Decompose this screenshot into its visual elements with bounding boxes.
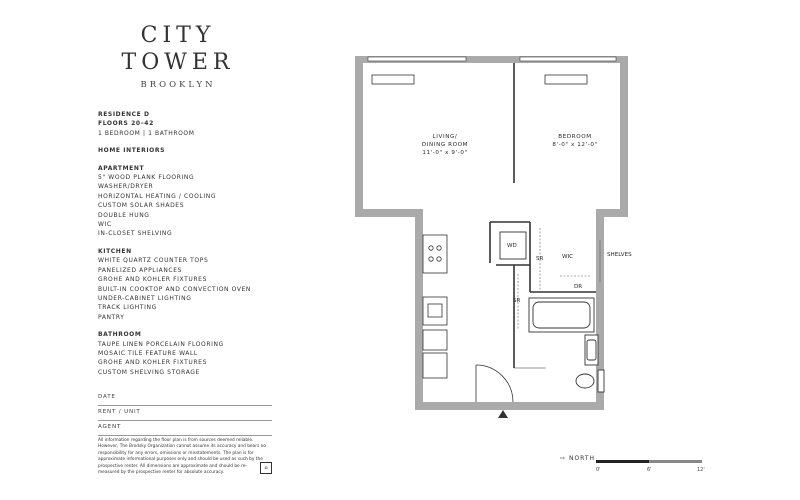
disclaimer-text: All information regarding the floor plan… [98,438,266,476]
spec-item: IN-CLOSET SHELVING [98,230,173,238]
radiators [371,74,588,85]
bathroom-title: BATHROOM [98,331,142,339]
dr-label: DR [574,284,583,290]
sr-label-2: SR [513,298,521,304]
windows [367,56,617,62]
spec-item: BUILT-IN COOKTOP AND CONVECTION OVEN [98,285,252,293]
sr-label-1: SR [536,256,544,262]
spec-item: CUSTOM SOLAR SHADES [98,202,185,210]
living-room-name-1: LIVING/ [432,134,458,140]
spec-item: TAUPE LINEN PORCELAIN FLOORING [98,340,224,348]
spec-item: TRACK LIGHTING [98,304,157,312]
home-interiors-title: HOME INTERIORS [98,147,166,155]
spec-item: MOSAIC TILE FEATURE WALL [98,349,198,357]
residence-layout: 1 BEDROOM | 1 BATHROOM [98,129,195,137]
spec-item: GROHE AND KOHLER FIXTURES [98,359,207,367]
entrance-door [475,364,514,403]
rent-unit-field[interactable]: RENT / UNIT [98,409,272,421]
shelves-label: SHELVES [607,252,632,258]
spec-item: WIC [98,221,112,229]
spec-item: UNDER-CABINET LIGHTING [98,294,192,302]
entry-arrow-icon [498,410,508,418]
date-field[interactable]: DATE [98,394,272,406]
bath-fixtures [575,334,605,393]
residence-floors: FLOORS 20–42 [98,120,154,128]
wd-label: WD [507,243,517,249]
wic-label: WIC [562,254,574,260]
residence-name: RESIDENCE D [98,111,150,118]
brand-line-tower: TOWER [121,50,235,75]
bedroom-label: BEDROOM 8'-0" x 12'-0" [540,133,610,149]
interior-walls [489,63,596,368]
equal-housing-icon: ⌂ [260,462,272,474]
spec-list: RESIDENCE D FLOORS 20–42 1 BEDROOM | 1 B… [98,110,288,377]
scale-label-6: 6' [647,467,652,473]
north-label: NORTH [568,455,596,462]
bedroom-name: BEDROOM [558,134,592,140]
spec-item: PANTRY [98,313,125,321]
spec-item: GROHE AND KOHLER FIXTURES [98,276,207,284]
spec-item: DOUBLE HUNG [98,211,150,219]
spec-item: 5" WOOD PLANK FLOORING [98,174,195,182]
brand-line-brooklyn: BROOKLYN [140,80,216,90]
spec-item: CUSTOM SHELVING STORAGE [98,368,200,376]
agent-field[interactable]: AGENT [98,424,272,436]
living-room-name-2: DINING ROOM [421,142,469,148]
living-room-dims: 11'-0" x 9'-0" [422,150,468,156]
brand-logo: CITY TOWER BROOKLYN [98,22,258,90]
kitchen-counters [422,234,448,379]
bathtub [528,297,595,333]
exterior-walls [355,56,628,410]
bedroom-dims: 8'-0" x 12'-0" [552,142,598,148]
north-arrow-icon: ⇨ [560,455,567,462]
brand-line-city: CITY [140,23,216,48]
living-room-label: LIVING/ DINING ROOM 11'-0" x 9'-0" [410,133,480,157]
spec-item: WASHER/DRYER [98,183,154,191]
apartment-title: APARTMENT [98,164,145,172]
scale-label-0: 0' [596,467,601,473]
kitchen-title: KITCHEN [98,247,132,255]
spec-item: PANELIZED APPLIANCES [98,266,182,274]
north-indicator: ⇨ NORTH [560,455,595,462]
washer-dryer [499,231,527,260]
closet-rods [517,228,590,330]
scale-label-12: 12' [697,467,705,473]
scale-bar [596,460,702,463]
spec-item: HORIZONTAL HEATING / COOLING [98,192,217,200]
spec-item: WHITE QUARTZ COUNTER TOPS [98,257,209,265]
